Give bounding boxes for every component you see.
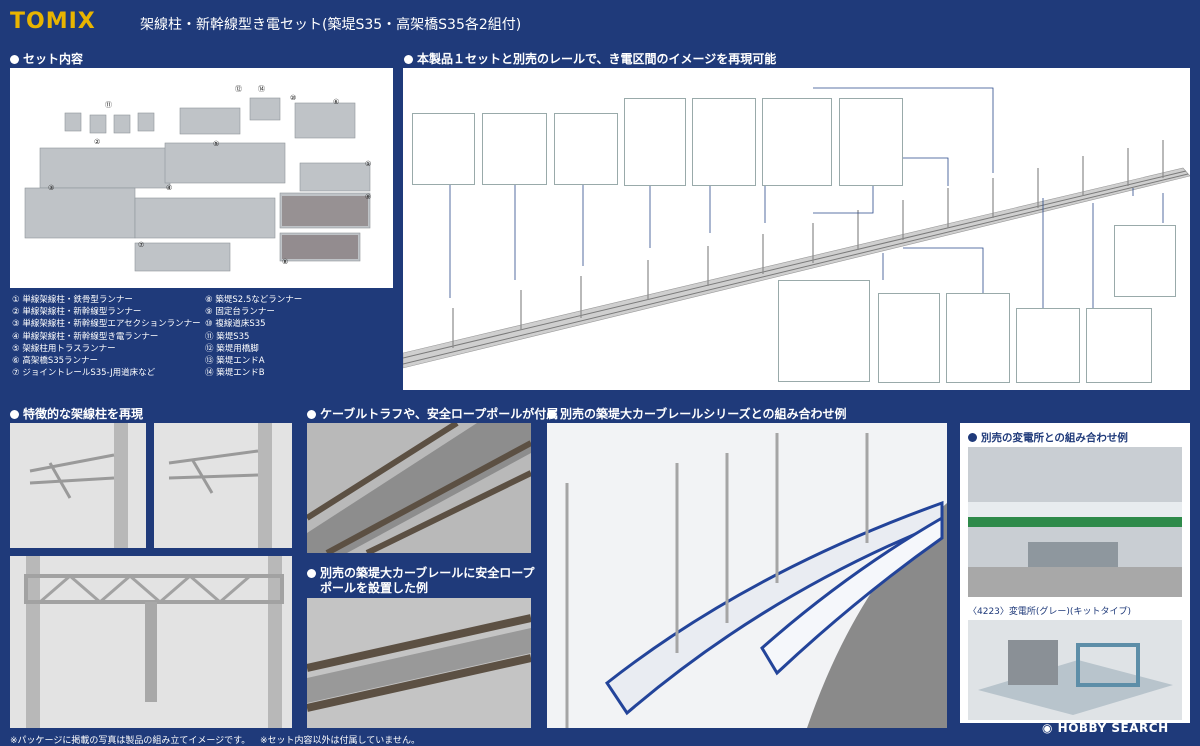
pole-detail-card	[778, 280, 870, 382]
section-header-substation: 別売の変電所との組み合わせ例	[968, 430, 1128, 445]
substation-kit-photo	[968, 620, 1182, 720]
pole-detail-card	[946, 293, 1010, 383]
parts-illustration	[24, 97, 371, 272]
layout-diagram	[403, 68, 1190, 390]
track-illustration	[403, 87, 1190, 369]
pole-detail-card	[1114, 225, 1176, 297]
parts-photo: ⑪ ⑫ ⑭ ⑩ ⑥ ② ⑤ ① ③ ④ ⑨ ⑦ ⑧	[10, 68, 393, 288]
pole-detail-card	[1086, 308, 1152, 383]
runner-number: ⑫	[235, 85, 242, 93]
runner-number: ⑧	[282, 258, 289, 266]
section-header-curve-rail-pole-line2: ポールを設置した例	[320, 581, 429, 595]
runner-number: ⑤	[213, 140, 220, 148]
pole-detail-card	[412, 113, 475, 185]
list-item: ⑨ 固定台ランナー	[205, 307, 275, 318]
substation-caption: 〈4223〉変電所(グレー)(キットタイプ)	[968, 607, 1131, 617]
pole-photo-2	[154, 423, 292, 548]
runner-number: ⑭	[258, 85, 265, 93]
list-item: ⑤ 架線柱用トラスランナー	[12, 343, 116, 354]
watermark-icon: ◉	[1042, 721, 1058, 735]
section-header-curve-rail: 別売の築堤大カーブレールシリーズとの組み合わせ例	[547, 405, 847, 422]
pole-detail-card	[878, 293, 940, 383]
list-item: ⑫ 築堤用橋脚	[205, 343, 259, 354]
runner-number: ②	[94, 138, 101, 146]
pole-detail-card	[1016, 308, 1080, 383]
runner-number: ①	[365, 160, 372, 168]
list-item: ⑭ 築堤エンドB	[205, 368, 265, 379]
parts-list-right: ⑧ 築堤S2.5などランナー ⑨ 固定台ランナー ⑩ 複線道床S35 ⑪ 築堤S…	[205, 294, 302, 379]
list-item: ⑧ 築堤S2.5などランナー	[205, 295, 303, 305]
pole-detail-card	[482, 113, 547, 185]
cable-trough-photo	[307, 423, 531, 553]
footer-note-2: ※セット内容以外は付属していません。	[260, 736, 421, 746]
pole-photo-1	[10, 423, 146, 548]
watermark: ◉ HOBBY SEARCH	[1042, 721, 1169, 735]
list-item: ③ 単線架線柱・新幹線型エアセクションランナー	[12, 319, 201, 330]
substation-layout-photo	[968, 447, 1182, 597]
pole-detail-card	[554, 113, 618, 185]
rope-pole-photo	[307, 598, 531, 728]
pole-detail-card	[839, 98, 903, 186]
runner-number: ⑩	[290, 94, 297, 102]
section-header-curve-rail-pole: 別売の築堤大カーブレールに安全ロープ	[307, 564, 535, 581]
truss-pole-photo	[10, 556, 292, 728]
list-item: ⑬ 築堤エンドA	[205, 356, 265, 367]
runner-number: ⑨	[365, 193, 372, 201]
section-header-characteristic: 特徴的な架線柱を再現	[10, 405, 143, 422]
list-item: ⑩ 複線道床S35	[205, 319, 266, 330]
runner-number: ④	[166, 184, 173, 192]
list-item: ② 単線架線柱・新幹線型ランナー	[12, 307, 142, 318]
list-item: ④ 単線架線柱・新幹線型き電ランナー	[12, 331, 159, 342]
section-header-reproduce: 本製品１セットと別売のレールで、き電区間のイメージを再現可能	[404, 50, 776, 67]
pole-detail-card	[692, 98, 756, 186]
brand-logo: TOMIX	[10, 9, 96, 34]
shinkansen-photo	[547, 423, 947, 728]
parts-list-left: ① 単線架線柱・鉄骨型ランナー ② 単線架線柱・新幹線型ランナー ③ 単線架線柱…	[12, 294, 201, 379]
section-header-cable-trough: ケーブルトラフや、安全ロープポールが付属	[307, 405, 558, 422]
pole-detail-card	[762, 98, 832, 186]
section-header-set-contents: セット内容	[10, 50, 83, 67]
list-item: ① 単線架線柱・鉄骨型ランナー	[12, 295, 133, 305]
list-item: ⑥ 高架橋S35ランナー	[12, 356, 99, 367]
page-title: 架線柱・新幹線型き電セット(築堤S35・高架橋S35各2組付)	[140, 17, 522, 33]
runner-number: ⑪	[105, 101, 112, 109]
runner-number: ③	[48, 184, 55, 192]
pole-detail-card	[624, 98, 686, 186]
runner-number: ⑥	[333, 98, 340, 106]
runner-number: ⑦	[138, 241, 145, 249]
footer-note-1: ※パッケージに掲載の写真は製品の組み立てイメージです。	[10, 736, 251, 746]
list-item: ⑦ ジョイントレールS35-J用道床など	[12, 368, 156, 379]
list-item: ⑪ 築堤S35	[205, 331, 250, 342]
